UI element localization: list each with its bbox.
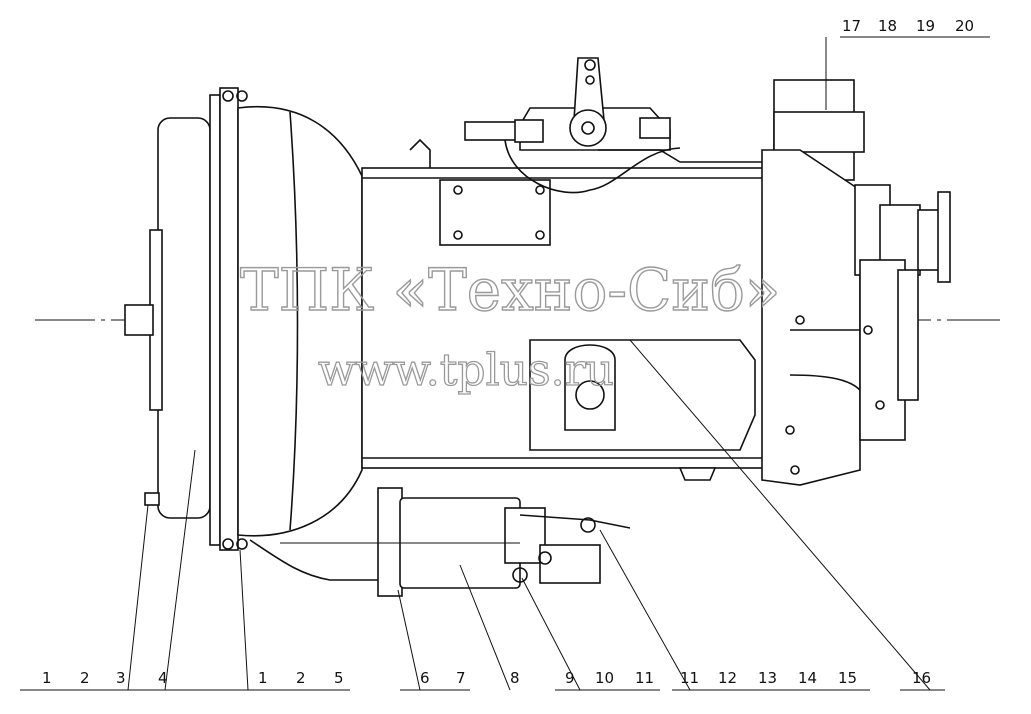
- watermark-company: ТПК «Техно-Сиб»: [240, 256, 780, 324]
- callout-6: 6: [420, 669, 430, 687]
- callout-3: 3: [116, 669, 126, 687]
- callout-8: 8: [510, 669, 520, 687]
- callout-4: 4: [158, 669, 168, 687]
- shift-lever-mechanism: [409, 57, 774, 194]
- callout-19: 19: [916, 17, 935, 35]
- callout-16: 16: [912, 669, 931, 687]
- callout-5: 5: [334, 669, 344, 687]
- callout-11a: 11: [635, 669, 654, 687]
- callout-11b: 11: [680, 669, 699, 687]
- callout-15: 15: [838, 669, 857, 687]
- callout-12: 12: [718, 669, 737, 687]
- callout-18: 18: [878, 17, 897, 35]
- callout-2a: 2: [80, 669, 90, 687]
- bottom-cylinder-unit: [280, 487, 631, 597]
- callout-13: 13: [758, 669, 777, 687]
- leader-lines: [20, 36, 990, 691]
- callout-1a: 1: [42, 669, 52, 687]
- callout-top: 17 18 19 20: [842, 17, 974, 35]
- callout-bottom: 1 2 3 4 1 2 5 6 7 8 9 10 11 11 12 13 14 …: [42, 669, 931, 687]
- callout-10: 10: [595, 669, 614, 687]
- callout-7: 7: [456, 669, 466, 687]
- callout-14: 14: [798, 669, 817, 687]
- callout-1b: 1: [258, 669, 268, 687]
- gearbox-body: [361, 167, 775, 481]
- bell-housing: [237, 106, 363, 537]
- watermark-url: www.tplus.ru: [318, 345, 614, 396]
- callout-9: 9: [565, 669, 575, 687]
- callout-20: 20: [955, 17, 974, 35]
- clutch-flange: [124, 87, 248, 551]
- callout-2b: 2: [296, 669, 306, 687]
- callout-17: 17: [842, 17, 861, 35]
- rear-housing: [761, 79, 951, 486]
